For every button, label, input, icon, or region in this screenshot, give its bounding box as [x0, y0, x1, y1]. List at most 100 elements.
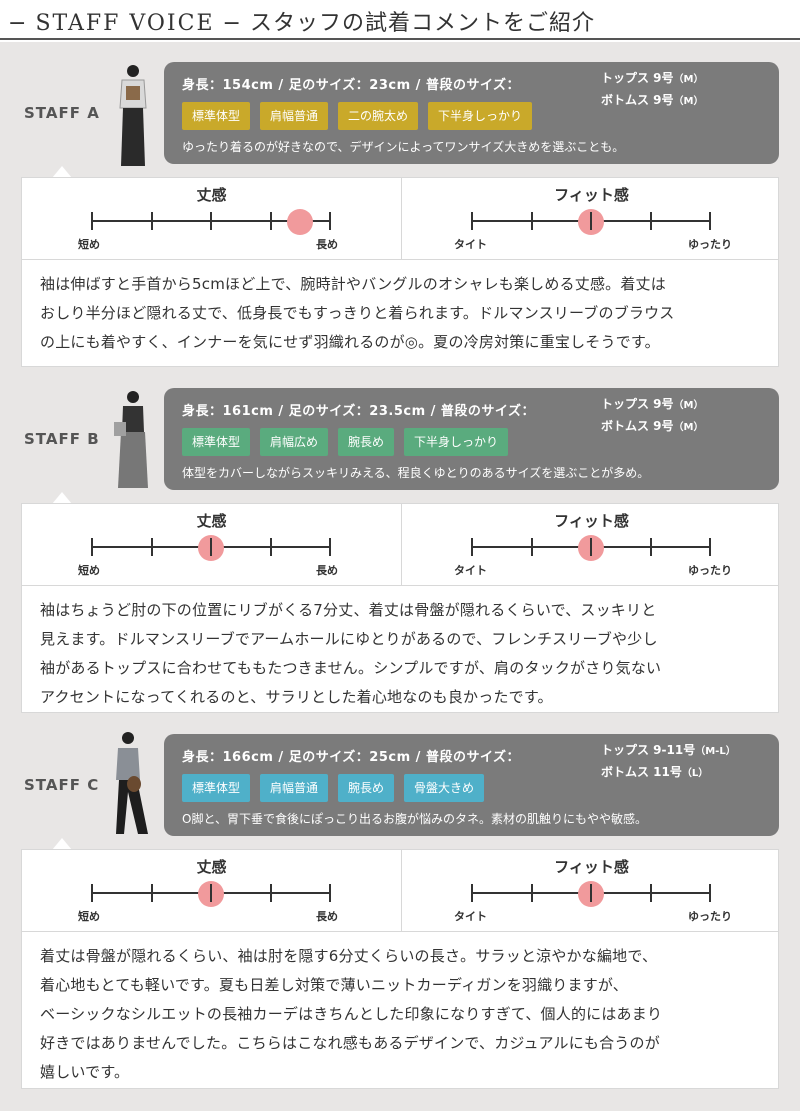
tops-size: トップス 9号	[601, 71, 674, 85]
bottoms-size: ボトムス 9号	[601, 419, 674, 433]
meter-right-label: 長め	[316, 564, 338, 577]
meter-title: フィット感	[554, 186, 629, 204]
fit-meter: フィット感タイト ゆったり	[402, 178, 781, 260]
body-tag: 肩幅普通	[260, 774, 329, 802]
staff-label: STAFF C	[24, 776, 100, 794]
speech-pointer	[52, 838, 72, 850]
meter-tick	[150, 884, 153, 902]
body-tag: 下半身しっかり	[428, 102, 533, 130]
meter-tick	[530, 212, 533, 230]
meter-tick	[530, 538, 533, 556]
body-tag: 二の腕太め	[338, 102, 419, 130]
meter-tick	[709, 212, 711, 230]
speech-pointer	[52, 166, 72, 178]
meter-tick	[649, 538, 652, 556]
bottoms-size: ボトムス 11号	[601, 765, 682, 779]
staff-voice-panel: STAFF A 身長：154cm / 足のサイズ：23cm / 普段のサイズ： …	[0, 42, 800, 1111]
staff-c-figure-image	[116, 732, 148, 834]
staff-comment: 体型をカバーしながらスッキリみえる、程良くゆとりのあるサイズを選ぶことが多め。	[182, 466, 650, 480]
meter-left-label: 短め	[78, 238, 100, 251]
staff-stats: 身長：154cm / 足のサイズ：23cm / 普段のサイズ：	[182, 78, 521, 93]
meter-tick-overlay	[590, 538, 592, 556]
review-card: 丈感短め 長め フィット感タイト ゆったり 袖は伸ばすと手首から5cmほど上で、腕時…	[21, 177, 779, 367]
review-text: 着丈は骨盤が隠れるくらい、袖は肘を隠す6分丈くらいの長さ。サラッと涼やかな編地で…	[40, 947, 663, 1081]
meter-tick	[471, 884, 473, 902]
meter-tick	[649, 212, 652, 230]
meter-tick	[329, 212, 331, 230]
length-meter: 丈感短め 長め	[22, 178, 401, 260]
body-type-tags: 標準体型 肩幅普通 腕長め 骨盤大きめ	[182, 774, 485, 802]
body-tag: 標準体型	[182, 102, 251, 130]
meter-tick-overlay	[590, 884, 592, 902]
fit-meter: フィット感タイト ゆったり	[402, 850, 781, 932]
staff-info-box: 身長：154cm / 足のサイズ：23cm / 普段のサイズ： トップス 9号（…	[164, 62, 779, 164]
meter-title: 丈感	[196, 186, 227, 204]
meter-right-label: 長め	[316, 910, 338, 923]
meter-tick-overlay	[210, 884, 212, 902]
meter-right-label: 長め	[316, 238, 338, 251]
meter-indicator	[287, 209, 314, 235]
staff-comment: ゆったり着るのが好きなので、デザインによってワンサイズ大きめを選ぶことも。	[182, 140, 625, 154]
meter-tick	[91, 884, 93, 902]
meter-tick	[269, 538, 272, 556]
staff-a-figure-image	[119, 65, 147, 166]
tops-size: トップス 9-11号	[601, 743, 696, 757]
speech-pointer	[52, 492, 72, 504]
meter-tick	[329, 884, 331, 902]
staff-usual-sizes: トップス 9号（M） ボトムス 9号（M）	[601, 71, 704, 107]
meter-title: フィット感	[554, 512, 629, 530]
staff-usual-sizes: トップス 9-11号（M-L） ボトムス 11号（L）	[601, 743, 736, 779]
meter-left-label: 短め	[78, 910, 100, 923]
meter-title: フィット感	[554, 858, 629, 876]
page-header: − STAFF VOICE − スタッフの試着コメントをご紹介	[0, 0, 800, 40]
length-meter: 丈感短め 長め	[22, 504, 401, 586]
meter-title: 丈感	[196, 858, 227, 876]
meter-right-label: ゆったり	[688, 564, 732, 577]
body-tag: 腕長め	[338, 774, 395, 802]
fit-meters: 丈感短め 長め フィット感タイト ゆったり	[22, 178, 778, 260]
page-title-en: STAFF VOICE	[35, 11, 215, 36]
fit-meter: フィット感タイト ゆったり	[402, 504, 781, 586]
meter-tick	[210, 212, 212, 230]
body-tag: 下半身しっかり	[404, 428, 509, 456]
meter-right-label: ゆったり	[688, 238, 732, 251]
meter-tick	[91, 212, 93, 230]
length-meter: 丈感短め 長め	[22, 850, 401, 932]
meter-left-label: タイト	[454, 564, 487, 577]
staff-usual-sizes: トップス 9号（M） ボトムス 9号（M）	[601, 397, 704, 433]
page-title-ja: スタッフの試着コメントをご紹介	[249, 11, 595, 36]
page-title: − STAFF VOICE − スタッフの試着コメントをご紹介	[8, 11, 595, 36]
body-type-tags: 標準体型 肩幅広め 腕長め 下半身しっかり	[182, 428, 509, 456]
staff-label: STAFF A	[24, 104, 100, 122]
review-text: 袖は伸ばすと手首から5cmほど上で、腕時計やバングルのオシャレも楽しめる丈感。着…	[40, 275, 675, 351]
fit-meters: 丈感短め 長め フィット感タイト ゆったり	[22, 850, 778, 932]
meter-tick	[471, 212, 473, 230]
header-underline	[0, 38, 800, 40]
tops-size: トップス 9号	[601, 397, 674, 411]
meter-left-label: 短め	[78, 564, 100, 577]
staff-comment: O脚と、胃下垂で食後にぽっこり出るお腹が悩みのタネ。素材の肌触りにもやや敏感。	[182, 812, 647, 826]
staff-info-box: 身長：161cm / 足のサイズ：23.5cm / 普段のサイズ： トップス 9…	[164, 388, 779, 490]
meter-left-label: タイト	[454, 910, 487, 923]
body-tag: 骨盤大きめ	[404, 774, 485, 802]
staff-label: STAFF B	[24, 430, 100, 448]
bottoms-size: ボトムス 9号	[601, 93, 674, 107]
staff-stats: 身長：161cm / 足のサイズ：23.5cm / 普段のサイズ：	[182, 404, 536, 419]
meter-tick-overlay	[590, 212, 592, 230]
meter-tick	[709, 884, 711, 902]
meter-right-label: ゆったり	[688, 910, 732, 923]
meter-tick	[269, 212, 272, 230]
meter-tick	[150, 538, 153, 556]
body-tag: 肩幅普通	[260, 102, 329, 130]
meter-tick	[530, 884, 533, 902]
body-tag: 標準体型	[182, 428, 251, 456]
staff-info-box: 身長：166cm / 足のサイズ：25cm / 普段のサイズ： トップス 9-1…	[164, 734, 779, 836]
meter-left-label: タイト	[454, 238, 487, 251]
staff-stats: 身長：166cm / 足のサイズ：25cm / 普段のサイズ：	[182, 750, 521, 765]
meter-tick	[471, 538, 473, 556]
meter-tick	[329, 538, 331, 556]
review-card: 丈感短め 長め フィット感タイト ゆったり 着丈は骨盤が隠れるくらい、袖は肘を隠す6…	[21, 849, 779, 1089]
meter-tick	[649, 884, 652, 902]
review-text: 袖はちょうど肘の下の位置にリブがくる7分丈、着丈は骨盤が隠れるくらいで、スッキリ…	[40, 601, 662, 706]
meter-title: 丈感	[196, 512, 227, 530]
